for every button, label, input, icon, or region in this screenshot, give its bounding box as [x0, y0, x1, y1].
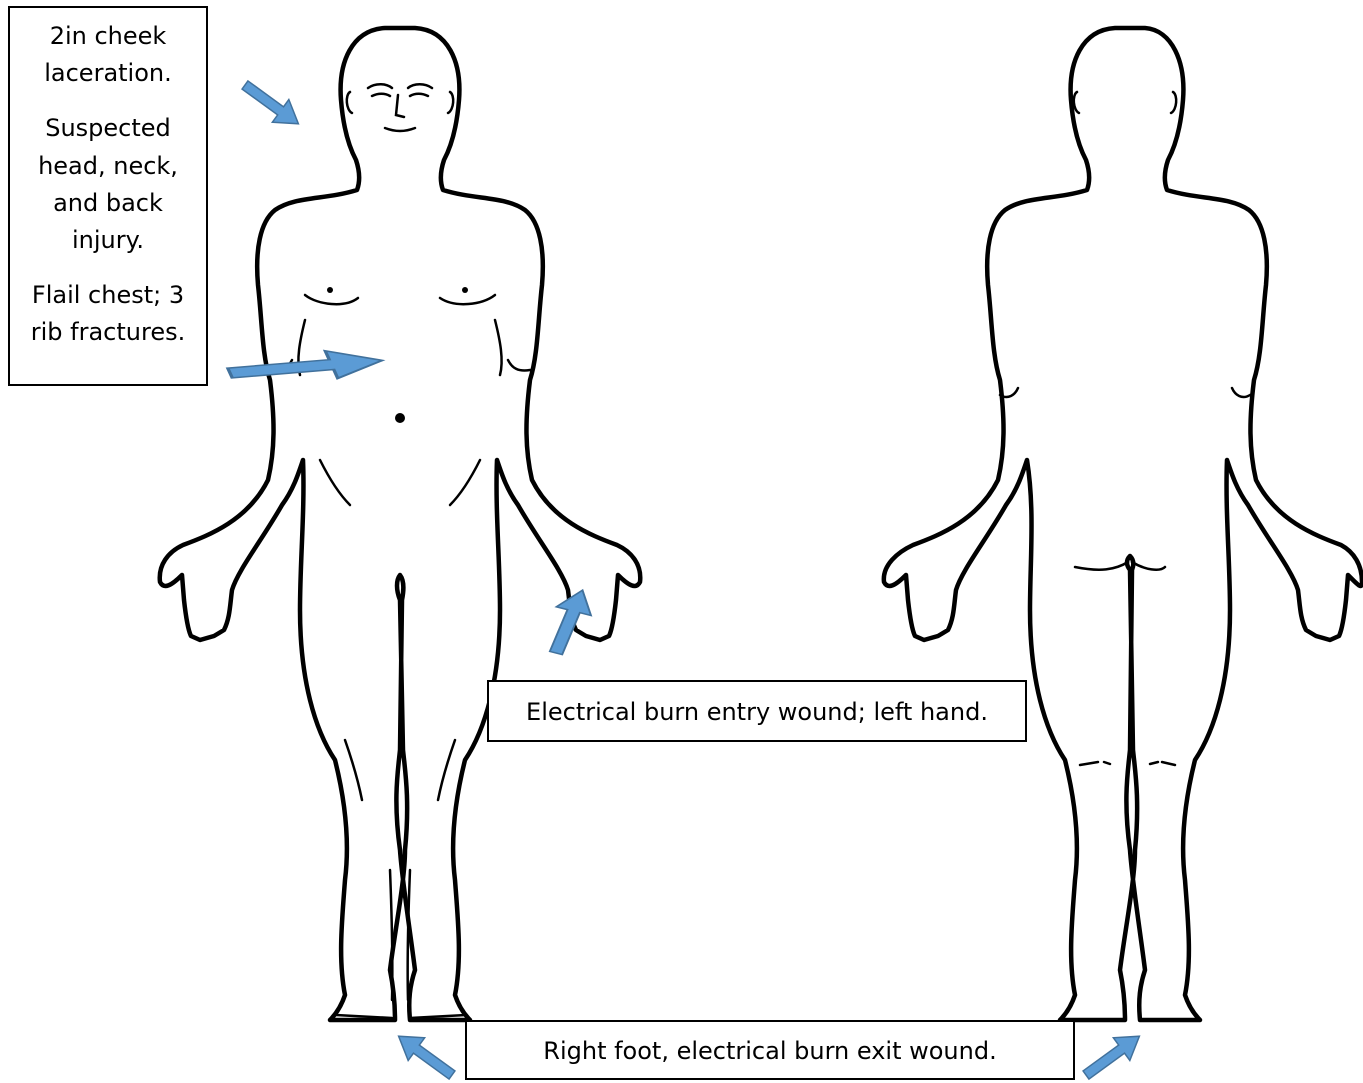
head-neck-back-text: Suspected head, neck, and back injury.	[18, 110, 198, 259]
cheek-arrow-icon	[237, 74, 307, 135]
back-foot-arrow-icon	[1078, 1025, 1148, 1083]
foot-burn-note: Right foot, electrical burn exit wound.	[465, 1020, 1075, 1080]
flail-chest-text: Flail chest; 3 rib fractures.	[18, 277, 198, 351]
front-body-outline	[160, 28, 641, 1020]
back-body-outline	[884, 28, 1362, 1020]
front-foot-arrow-icon	[390, 1025, 460, 1083]
head-chest-injury-note: 2in cheek laceration. Suspected head, ne…	[8, 6, 208, 386]
cheek-laceration-text: 2in cheek laceration.	[18, 18, 198, 92]
foot-burn-text: Right foot, electrical burn exit wound.	[543, 1037, 996, 1065]
chest-arrow-icon	[224, 347, 389, 387]
hand-burn-note: Electrical burn entry wound; left hand.	[487, 680, 1027, 742]
hand-burn-text: Electrical burn entry wound; left hand.	[526, 698, 988, 726]
